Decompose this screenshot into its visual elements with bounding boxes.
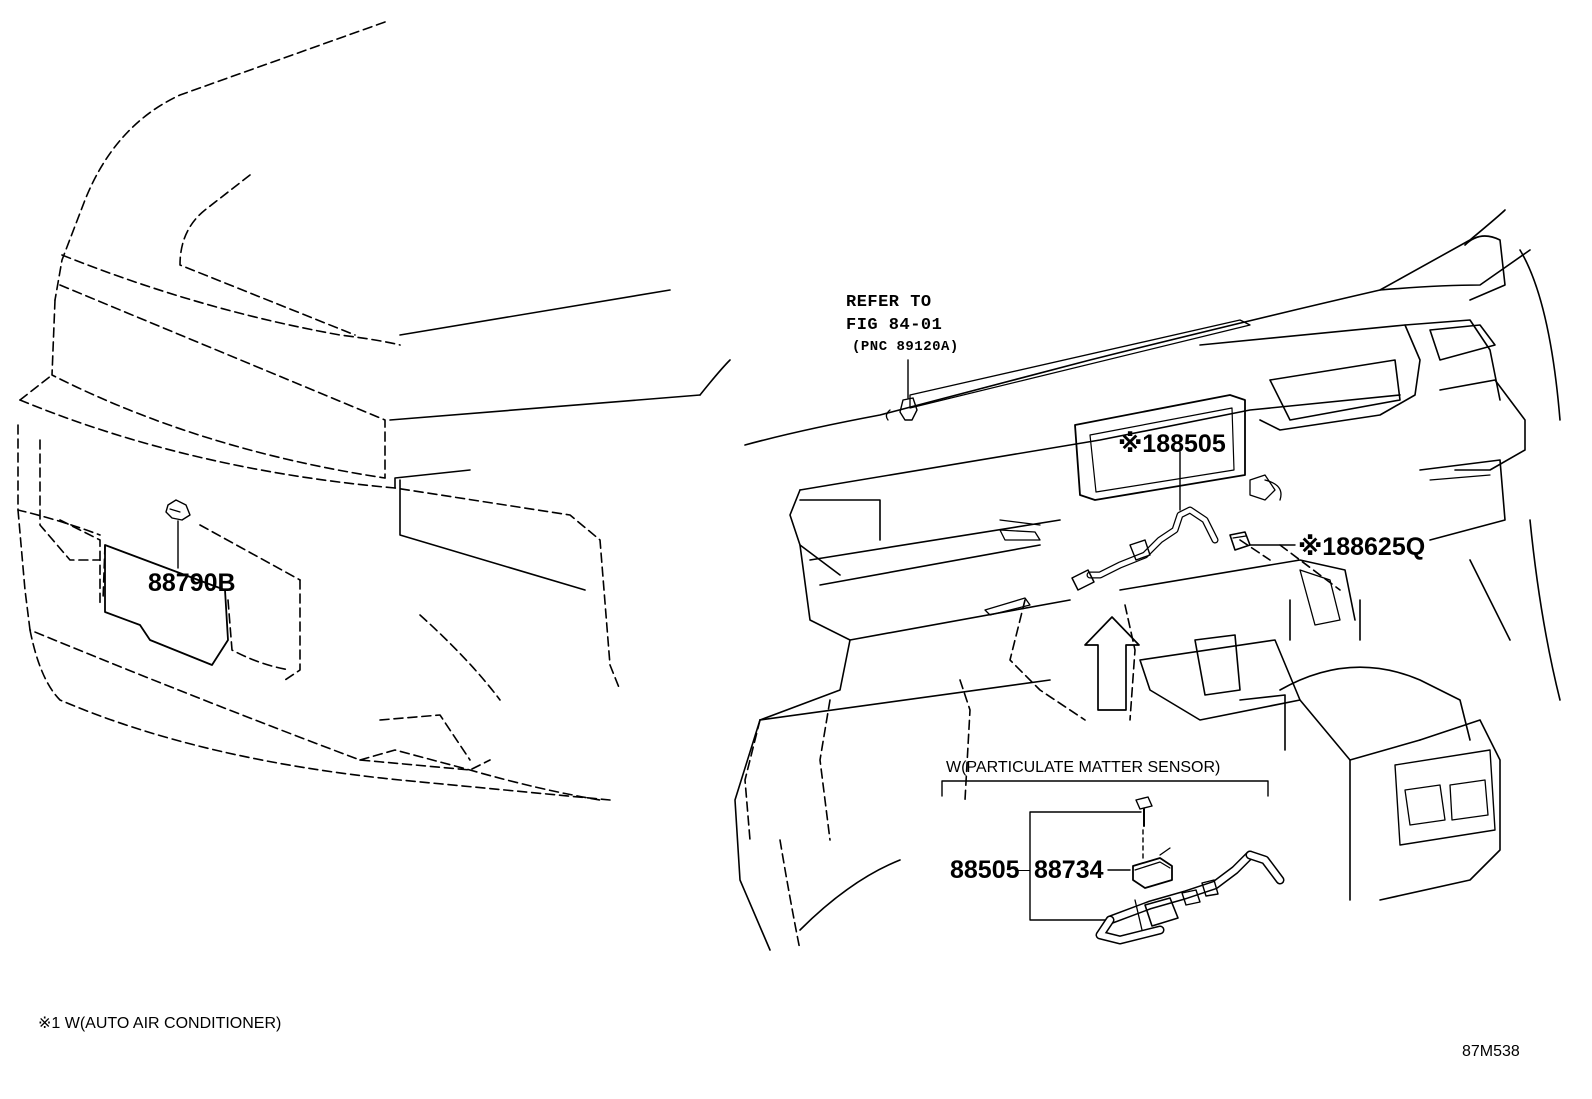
figure-reference-label: FIG 84-01: [846, 316, 943, 335]
part-label-88505-ac: ※188505: [1118, 430, 1226, 458]
vehicle-front-view: [17, 21, 731, 801]
refer-to-label: REFER TO: [846, 293, 932, 312]
footnote: ※1 W(AUTO AIR CONDITIONER): [38, 1015, 282, 1032]
pnc-reference-label: (PNC 89120A): [852, 339, 959, 355]
part-label-88734: 88734: [1034, 856, 1104, 884]
part-label-88625q: ※188625Q: [1298, 533, 1426, 561]
part-label-88790b: 88790B: [148, 569, 236, 597]
instrument-panel-view: [734, 209, 1561, 951]
leader-dash-88505: [1016, 870, 1030, 871]
figure-id: 87M538: [1462, 1043, 1520, 1060]
pm-sensor-detail: [941, 780, 1285, 945]
part-label-88505: 88505: [950, 856, 1020, 884]
group-title-pm-sensor: W(PARTICULATE MATTER SENSOR): [946, 759, 1221, 776]
